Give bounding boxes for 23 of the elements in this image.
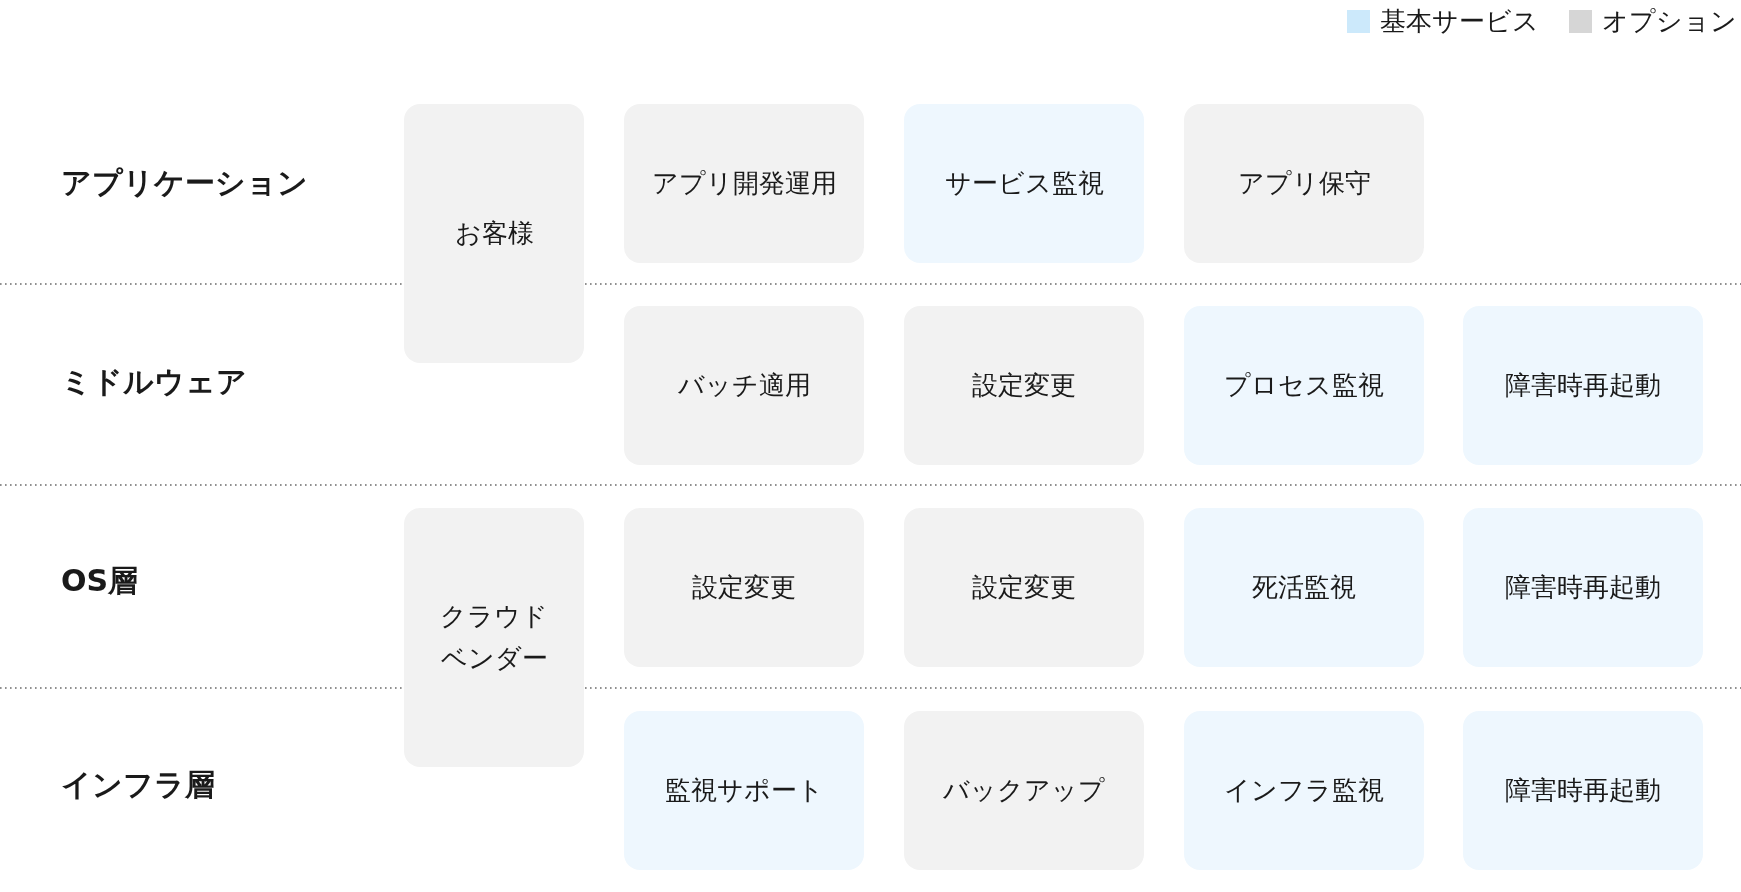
service-box: クラウドベンダー [404,508,584,767]
service-box: アプリ保守 [1184,104,1424,263]
service-box: お客様 [404,104,584,363]
service-box: 障害時再起動 [1463,711,1703,870]
legend-label: 基本サービス [1380,6,1539,38]
service-box: 監視サポート [624,711,864,870]
service-box: 障害時再起動 [1463,508,1703,667]
service-box: プロセス監視 [1184,306,1424,465]
service-box: 設定変更 [904,508,1144,667]
layer-label: インフラ層 [61,770,215,800]
service-box: 死活監視 [1184,508,1424,667]
service-box: 設定変更 [904,306,1144,465]
service-box: アプリ開発運用 [624,104,864,263]
service-box: バックアップ [904,711,1144,870]
service-box: バッチ適用 [624,306,864,465]
layer-label: ミドルウェア [61,367,247,397]
layer-label: アプリケーション [61,168,308,198]
service-box: サービス監視 [904,104,1144,263]
service-box: 設定変更 [624,508,864,667]
legend-label: オプション [1602,6,1737,38]
layer-label: OS層 [61,566,139,596]
service-box: インフラ監視 [1184,711,1424,870]
service-box: 障害時再起動 [1463,306,1703,465]
